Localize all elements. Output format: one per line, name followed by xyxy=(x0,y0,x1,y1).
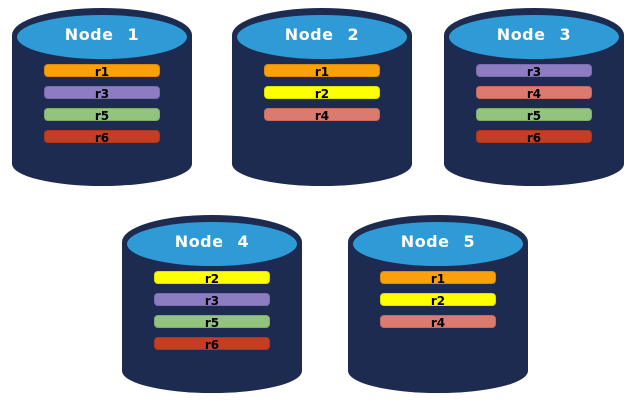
db-node-1: Node 1 r1 r3 r5 r6 xyxy=(12,8,192,188)
replica-bar-r4: r4 xyxy=(380,315,496,330)
replica-bar-r1: r1 xyxy=(44,64,160,79)
db-node-4: Node 4 r2 r3 r5 r6 xyxy=(122,215,302,395)
replica-bar-r2: r2 xyxy=(380,293,496,308)
replica-bar-r3: r3 xyxy=(44,86,160,101)
replica-bar-r4: r4 xyxy=(476,86,592,101)
replica-label: r2 xyxy=(204,272,220,286)
db-node-5: Node 5 r1 r2 r4 xyxy=(348,215,528,395)
replica-label: r1 xyxy=(94,65,110,79)
node-label: Node 2 xyxy=(284,25,360,44)
replica-label: r1 xyxy=(430,272,446,286)
replica-list: r1 r2 r4 xyxy=(264,64,380,130)
node-label: Node 5 xyxy=(400,232,476,251)
replica-label: r3 xyxy=(204,294,220,308)
replica-list: r1 r2 r4 xyxy=(380,271,496,337)
replica-bar-r2: r2 xyxy=(154,271,270,286)
replica-list: r1 r3 r5 r6 xyxy=(44,64,160,152)
replica-label: r6 xyxy=(94,131,110,145)
replica-label: r4 xyxy=(526,87,542,101)
cylinder-top-face xyxy=(237,15,407,59)
cylinder-top-face xyxy=(17,15,187,59)
replica-label: r3 xyxy=(526,65,542,79)
node-label: Node 1 xyxy=(64,25,140,44)
node-label: Node 4 xyxy=(174,232,250,251)
replica-label: r4 xyxy=(314,109,330,123)
replica-label: r5 xyxy=(94,109,110,123)
replica-bar-r6: r6 xyxy=(44,130,160,145)
replica-label: r6 xyxy=(204,338,220,352)
db-node-3: Node 3 r3 r4 r5 r6 xyxy=(444,8,624,188)
replica-label: r3 xyxy=(94,87,110,101)
replica-bar-r6: r6 xyxy=(476,130,592,145)
node-label: Node 3 xyxy=(496,25,572,44)
replica-bar-r1: r1 xyxy=(264,64,380,79)
replica-bar-r3: r3 xyxy=(154,293,270,308)
replica-list: r3 r4 r5 r6 xyxy=(476,64,592,152)
replica-bar-r1: r1 xyxy=(380,271,496,286)
replica-bar-r2: r2 xyxy=(264,86,380,101)
replica-label: r5 xyxy=(204,316,220,330)
replica-label: r5 xyxy=(526,109,542,123)
replica-bar-r6: r6 xyxy=(154,337,270,352)
replica-list: r2 r3 r5 r6 xyxy=(154,271,270,359)
replica-label: r4 xyxy=(430,316,446,330)
replica-bar-r3: r3 xyxy=(476,64,592,79)
db-node-2: Node 2 r1 r2 r4 xyxy=(232,8,412,188)
replica-bar-r5: r5 xyxy=(476,108,592,123)
replica-label: r6 xyxy=(526,131,542,145)
replica-label: r2 xyxy=(314,87,330,101)
cylinder-top-face xyxy=(353,222,523,266)
replica-label: r1 xyxy=(314,65,330,79)
replica-bar-r5: r5 xyxy=(154,315,270,330)
replica-label: r2 xyxy=(430,294,446,308)
cylinder-top-face xyxy=(449,15,619,59)
replica-bar-r4: r4 xyxy=(264,108,380,123)
replica-bar-r5: r5 xyxy=(44,108,160,123)
cylinder-top-face xyxy=(127,222,297,266)
